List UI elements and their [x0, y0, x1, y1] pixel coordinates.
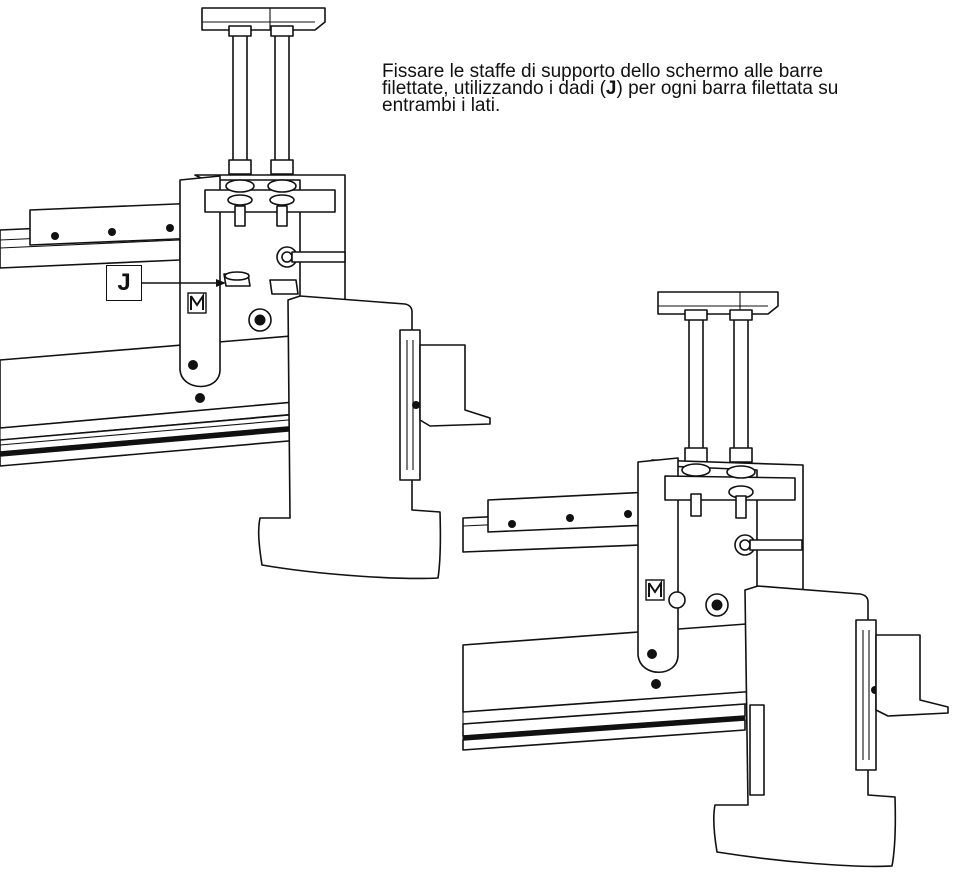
threaded-rods-right: [657, 291, 779, 465]
instruction-line-2-bold: J: [605, 78, 617, 99]
hanging-plate-left: [257, 295, 491, 580]
threaded-rods-left: [201, 7, 326, 181]
assembly-left: [0, 7, 491, 580]
rail-right: [462, 491, 651, 553]
callout-leader-j: [142, 279, 226, 287]
assembly-right: [462, 291, 949, 868]
instruction-text: Fissare le staffe di supporto dello sche…: [382, 61, 956, 116]
callout-label-j: J: [106, 265, 142, 301]
hanging-plate-right: [712, 585, 949, 868]
rail-left: [0, 202, 201, 269]
logo-mark-left: [187, 292, 207, 314]
instruction-line-1: Fissare le staffe di supporto dello sche…: [382, 61, 824, 82]
support-bracket-right: [637, 457, 804, 674]
instruction-line-3: entrambi i lati.: [382, 95, 501, 116]
instruction-line-2-post: ) per ogni barra filettata su: [616, 78, 839, 99]
support-bracket-left: [179, 174, 346, 388]
logo-mark-right: [645, 579, 665, 601]
instruction-line-2-pre: filettate, utilizzando i dadi (: [382, 78, 606, 99]
